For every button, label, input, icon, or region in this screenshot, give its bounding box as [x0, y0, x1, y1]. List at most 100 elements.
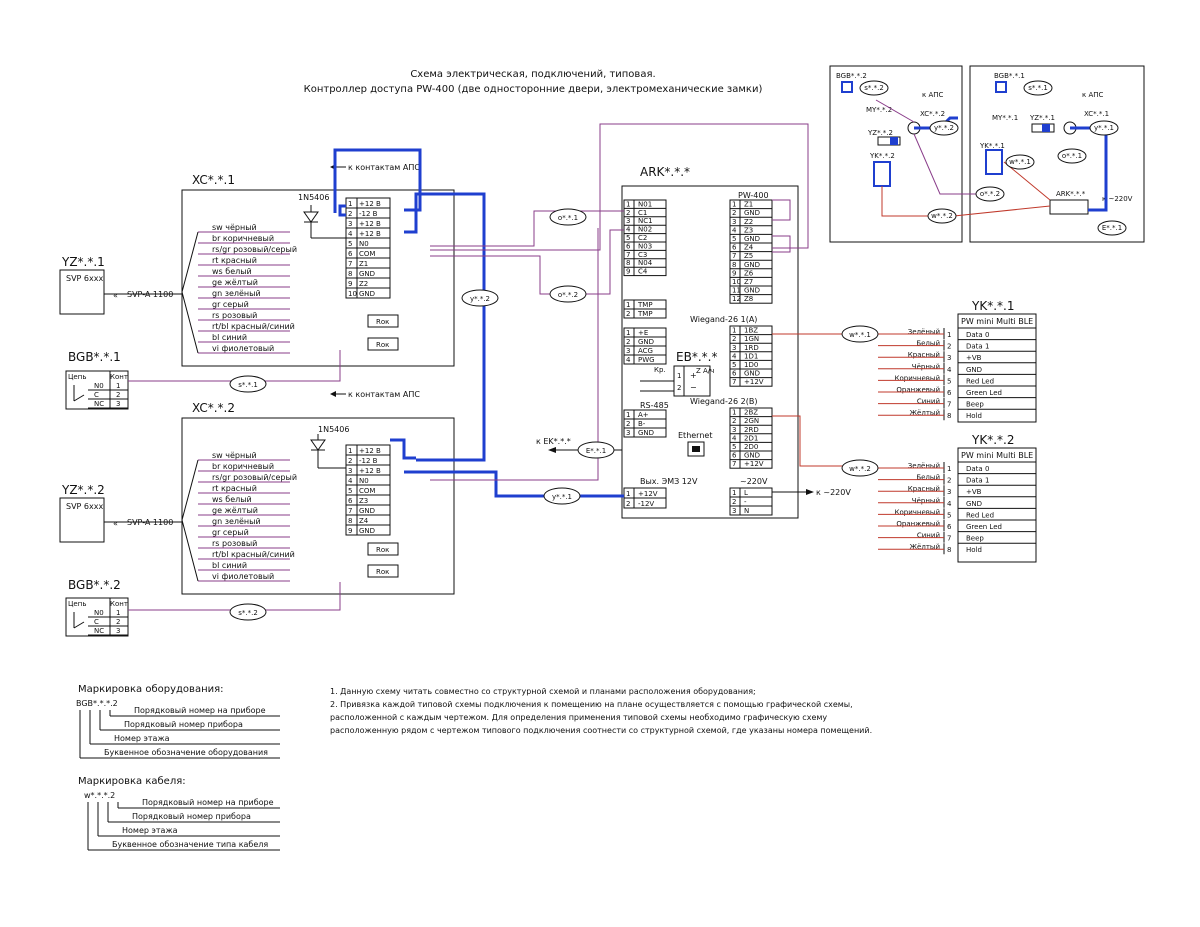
ark-ac-in-row-num: 2	[732, 498, 736, 506]
ark-rs485-row-num: 3	[626, 429, 630, 437]
ark-relay-row-7: C3	[638, 251, 647, 259]
xc1-fan	[181, 231, 199, 293]
bgb1-head-circuit: Цепь	[68, 373, 86, 381]
xc2-conductor-label: bl синий	[212, 561, 247, 570]
plan-right-w2-label: w*.*.2	[931, 212, 953, 220]
yk2-pin-num: 3	[947, 488, 951, 496]
bgb2-label: BGB*.*.2	[68, 578, 121, 592]
ark-rs485-row-num: 2	[626, 420, 630, 428]
yz1-lock: YZ*.*.1 SVP 6ххх SVP-A 1100 «	[59, 255, 180, 315]
yk2-pin-num: 5	[947, 511, 951, 519]
xc1-conductor-label: br коричневый	[212, 234, 274, 243]
ark-relay-row-4: N02	[638, 226, 652, 234]
plan-right-e-label: E*.*.1	[1102, 224, 1122, 232]
ark-relay-row-num: 9	[626, 268, 630, 276]
cable-tag-y1	[543, 487, 581, 505]
yk1-model: PW mini Multi BLE	[961, 317, 1033, 326]
plan-left-my: MY*.*.2	[866, 106, 892, 114]
ark-wiegand1-row-5: 1D0	[744, 361, 758, 369]
xc2-conductor-label: ge жёлтый	[212, 506, 258, 515]
xc2-conductor-label: sw чёрный	[212, 451, 257, 460]
ark-power-row-num: 1	[626, 329, 630, 337]
ark-zone-row-11: GND	[744, 287, 760, 295]
xc2-term-num: 7	[348, 507, 352, 515]
yk2-pin-num: 4	[947, 500, 952, 508]
bgb1-row-contact: 2	[116, 391, 120, 399]
ark-power-row-3: ACG	[638, 347, 653, 355]
yk1-pin-4: GND	[966, 366, 982, 374]
bgb2-row-circuit: N0	[94, 609, 104, 617]
yk1-pin-num: 7	[947, 401, 951, 409]
ark-tmp-row-2: TMP	[637, 310, 653, 318]
plan-left-aps: к АПС	[922, 91, 944, 99]
xc1-conductor-label: rt/bl красный/синий	[212, 322, 295, 331]
eb-term-minus: −	[690, 383, 697, 392]
cable-o1	[430, 210, 624, 247]
legend_equipment-item-2: Порядковый номер прибора	[124, 720, 243, 729]
ark-wiegand1-row-1: 1BZ	[744, 327, 758, 335]
xc1-fan	[181, 291, 199, 354]
yk1-wire-color: Чёрный	[912, 363, 940, 371]
ark-power-row-4: PWG	[638, 356, 655, 364]
plan-right-o-label: o*.*.1	[1062, 152, 1082, 160]
yk2-pin-4: GND	[966, 500, 982, 508]
eb-term-2: 2	[677, 384, 681, 392]
yk2-label: YK*.*.2	[971, 433, 1014, 447]
note-line-1: 1. Данную схему читать совместно со стру…	[330, 687, 756, 696]
plan-right-w-label: w*.*.1	[1009, 158, 1031, 166]
xc2-diode-label: 1N5406	[318, 425, 349, 434]
xc1-diode-label: 1N5406	[298, 193, 329, 202]
yk2-pin-2: Data 1	[966, 477, 989, 485]
xc1-terminal-10: GND	[359, 290, 375, 298]
plan-right-aps: к АПС	[1082, 91, 1104, 99]
ark-relay-row-num: 6	[626, 242, 631, 250]
xc2-terminal-6: Z3	[359, 497, 368, 505]
xc1-term-num: 1	[348, 200, 352, 208]
plan-left-yk: YK*.*.2	[869, 152, 895, 160]
xc1-rok-1-label: Rок	[376, 318, 389, 326]
ark-zone-row-8: GND	[744, 261, 760, 269]
ark-zone-row-num: 3	[732, 218, 736, 226]
legend-equipment-title: Маркировка оборудования:	[78, 684, 224, 695]
legend-cable: Маркировка кабеля: w*.*.*.2 Порядковый н…	[78, 776, 280, 851]
eb-battery: EB*.*.* 1 2 + − Z А/ч Кр.	[640, 350, 717, 397]
legend_equipment-item-4: Буквенное обозначение оборудования	[104, 748, 268, 757]
plan-right-xc: XC*.*.1	[1084, 110, 1109, 118]
plan-right: BGB*.*.1 MY*.*.1 YZ*.*.1 YK*.*.1 XC*.*.1…	[969, 65, 1145, 243]
legend_equipment-item-3: Номер этажа	[114, 734, 170, 743]
xc2-diode-symbol	[310, 434, 346, 469]
ark-power-row-2: GND	[638, 338, 654, 346]
legend-equipment: Маркировка оборудования: BGB*.*.*.2 Поря…	[76, 684, 280, 759]
bgb1-head-contact: Конт	[110, 373, 128, 381]
xc1-terminal-5: N0	[359, 240, 369, 248]
ark-model: PW-400	[738, 191, 769, 200]
plan-left-bgb: BGB*.*.2	[836, 72, 867, 80]
yk1-label: YK*.*.1	[971, 299, 1014, 313]
ark-zone-row-9: Z6	[744, 269, 754, 277]
xc1-conductor-label: vi фиолетовый	[212, 344, 274, 353]
ethernet-arrow	[548, 447, 556, 453]
ark-relay-row-9: C4	[638, 268, 648, 276]
ark-relay-block	[623, 199, 667, 277]
ark-relay-row-5: C2	[638, 234, 647, 242]
title-line-2: Контроллер доступа PW-400 (две односторо…	[304, 84, 763, 95]
ark-wiegand2-row-num: 6	[732, 452, 737, 460]
bgb1-row-circuit: NC	[94, 400, 104, 408]
ark-zone-row-2: GND	[744, 209, 760, 217]
plan-right-yz: YZ*.*.1	[1029, 114, 1055, 122]
ark-relay-row-num: 5	[626, 234, 630, 242]
cable-zone-loop-2	[772, 235, 791, 253]
ark-relay-row-6: N03	[638, 242, 652, 250]
ark-wiegand1-title: Wiegand-26 1(A)	[690, 315, 757, 324]
ark-tmp-row-num: 1	[626, 301, 630, 309]
ark-power-row-1: +E	[638, 329, 648, 337]
cable-tag-y1-label: y*.*.1	[552, 493, 572, 501]
xc1-label: XC*.*.1	[192, 173, 235, 187]
ark-rs485-row-1: A+	[638, 411, 649, 419]
xc2-label: XC*.*.2	[192, 401, 235, 415]
plan-right-s	[1023, 80, 1053, 96]
cable-tag-e1	[577, 441, 615, 459]
note-line-2: 2. Привязка каждой типовой схемы подключ…	[330, 700, 853, 709]
legend_cable-item-1: Порядковый номер на приборе	[142, 798, 274, 807]
